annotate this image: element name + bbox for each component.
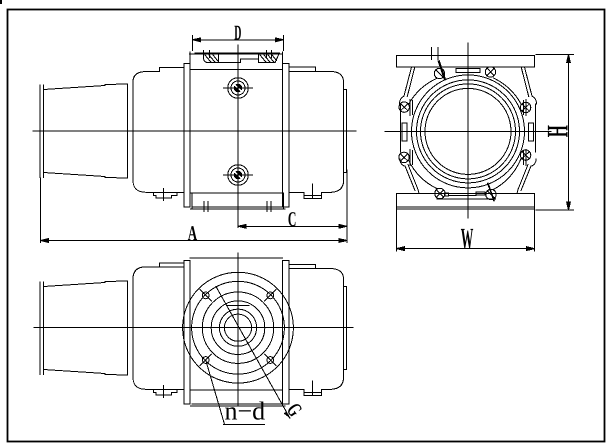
svg-text:D: D	[234, 20, 241, 44]
svg-text:A: A	[188, 221, 198, 245]
svg-text:W: W	[461, 222, 474, 255]
svg-text:n−d: n−d	[225, 397, 266, 426]
svg-text:H: H	[541, 125, 574, 137]
svg-text:C: C	[288, 207, 296, 231]
